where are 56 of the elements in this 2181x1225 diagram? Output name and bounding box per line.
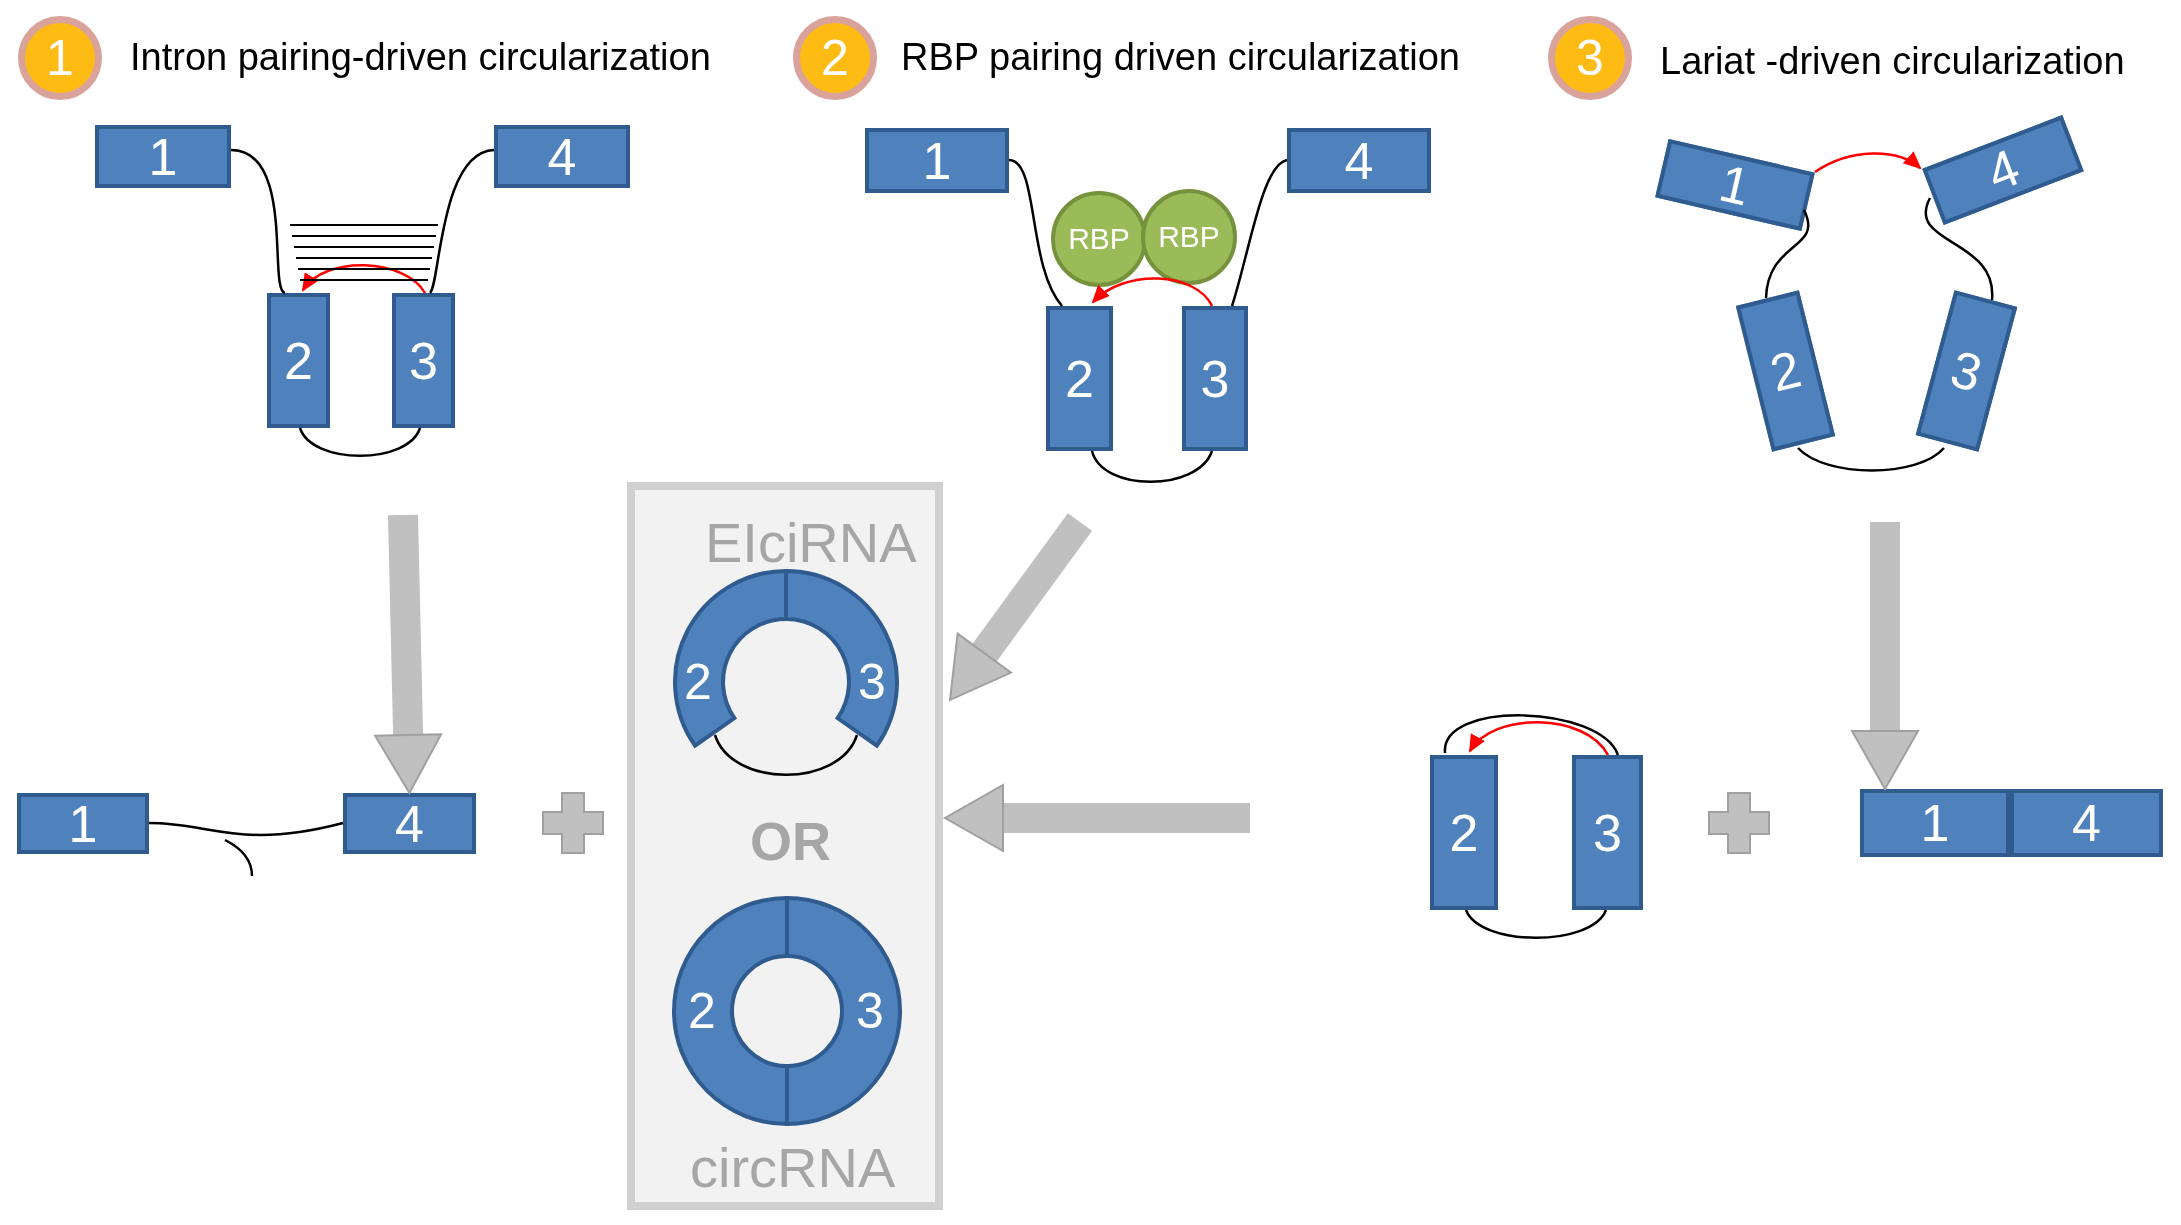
number-badge: 2 [793,16,877,100]
rna-type-label: circRNA [690,1135,896,1200]
exon-number: 3 [858,653,886,711]
rna-type-label: EIciRNA [705,510,917,575]
exon-box: 1 [1860,789,2010,857]
exon-box: 4 [2010,789,2163,857]
exon-number: 2 [688,982,716,1040]
or-label: OR [750,810,831,872]
intron-line [1764,209,1810,299]
exon-box: 3 [1915,290,2018,452]
step-arrow [944,784,1250,852]
exon-box: 1 [17,793,149,854]
exon-box: 2 [1430,755,1498,910]
exon-box: 1 [1655,138,1815,232]
intron-line [713,734,859,776]
exon-box: 4 [1287,128,1431,193]
intron-line [1797,447,1945,472]
intron-line [1090,450,1214,483]
exon-box: 4 [494,125,630,188]
intron-line [230,148,286,294]
exon-number: 3 [856,982,884,1040]
intron-line [1230,158,1288,307]
product-panel [627,482,943,1210]
intron-line [1443,714,1620,756]
exon-number: 2 [684,653,712,711]
exon-box: 2 [267,293,330,428]
exon-box: 2 [1735,290,1836,452]
intron-line [148,821,344,837]
protein-circle: RBP [1141,189,1237,285]
step-arrow [1851,522,1919,790]
exon-box: 2 [1046,306,1113,451]
intron-line [428,148,495,294]
splice-arrow [1468,721,1609,756]
ring-segment [784,895,903,1127]
exon-box: 3 [1572,755,1643,910]
intron-line [1924,197,1994,301]
step-arrow [374,514,443,794]
exon-box: 4 [1922,115,2084,225]
exon-box: 3 [392,293,455,428]
intron-line [1008,158,1064,307]
number-badge: 3 [1548,16,1632,100]
exon-box: 1 [865,128,1009,193]
heading-text: RBP pairing driven circularization [901,36,1460,79]
splice-arrow [301,264,426,294]
exon-box: 3 [1182,306,1248,451]
step-arrow [949,513,1093,701]
number-badge: 1 [18,16,102,100]
heading-text: Intron pairing-driven circularization [130,36,711,79]
intron-line [1464,909,1608,939]
protein-circle: RBP [1051,191,1147,287]
splice-arrow [1814,151,1922,174]
heading-text: Lariat -driven circularization [1660,40,2125,83]
exon-box: 4 [343,793,476,854]
intron-line [298,427,422,457]
splice-arrow [1091,277,1214,307]
exon-box: 1 [95,125,231,188]
